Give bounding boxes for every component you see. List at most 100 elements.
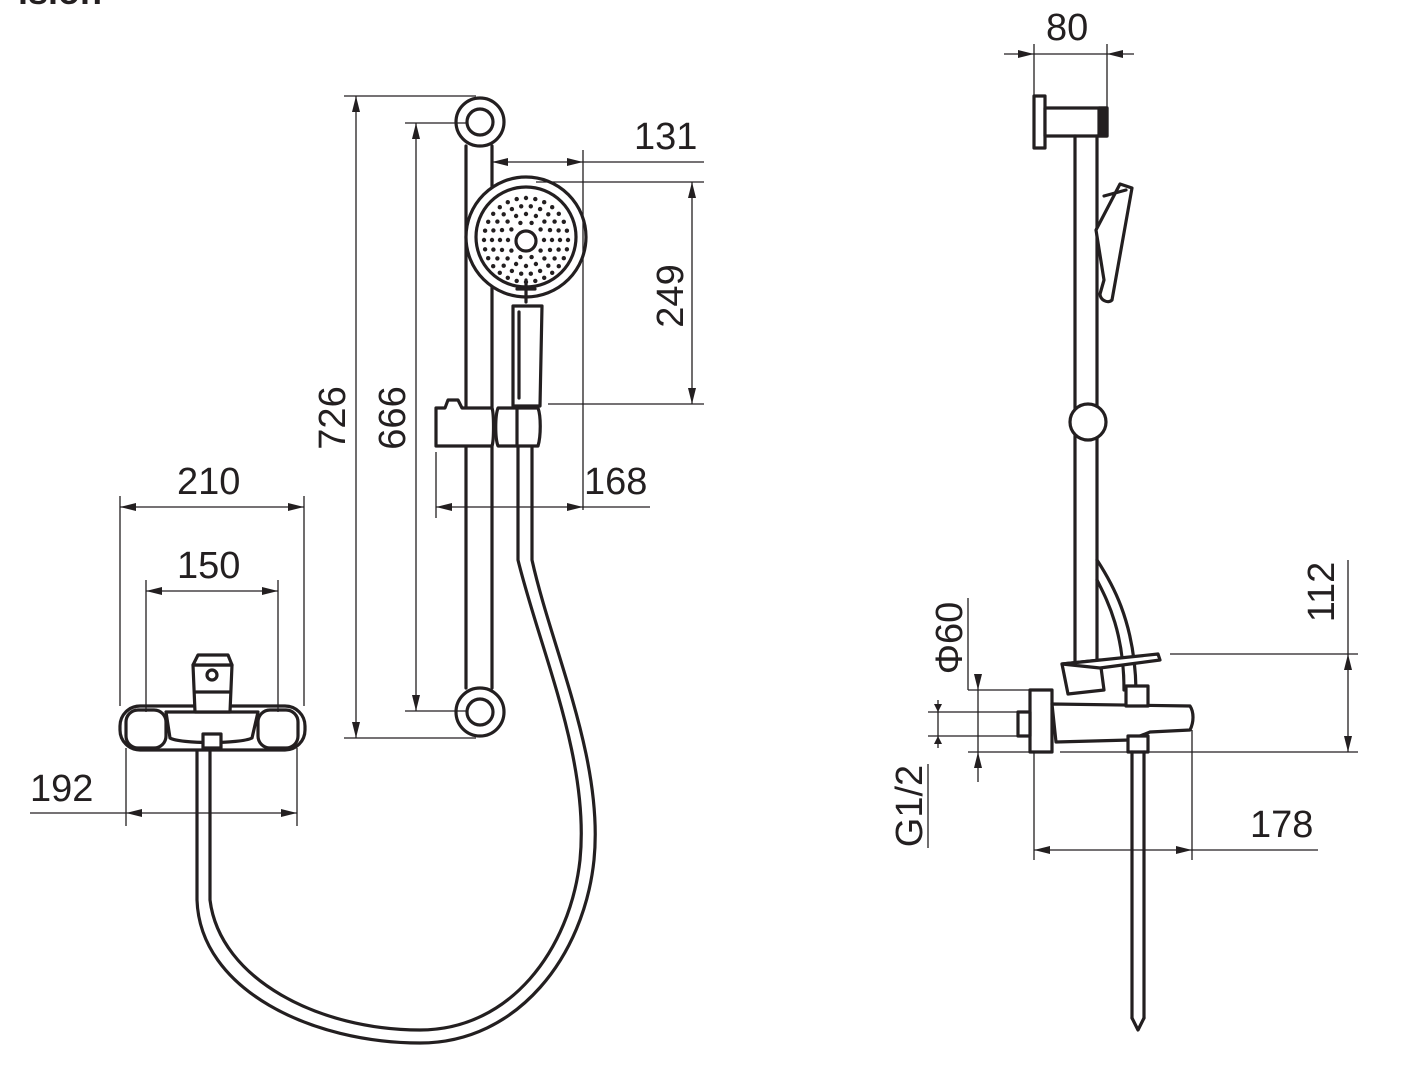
nozzle-dot	[505, 200, 510, 205]
dim-131: 131	[634, 116, 697, 158]
nozzle-dot	[523, 279, 529, 285]
side-view: 80 112 178 Φ60 G1/2	[889, 7, 1358, 1032]
nozzle-dot	[519, 204, 524, 209]
dim-666: 666	[372, 386, 414, 449]
nozzle-dot	[533, 196, 538, 202]
nozzle-dot	[529, 220, 534, 226]
nozzle-dot	[528, 271, 533, 276]
bottom-bracket	[454, 686, 506, 738]
nozzle-dot	[550, 205, 555, 210]
nozzle-dot	[552, 256, 557, 261]
nozzle-dot	[501, 263, 506, 268]
nozzle-dot	[505, 275, 510, 280]
nozzle-dot	[564, 228, 570, 233]
nozzle-dot	[549, 237, 555, 243]
nozzle-dot	[552, 219, 557, 224]
nozzle-dot	[497, 237, 503, 243]
side-slider-knob	[1068, 402, 1108, 442]
nozzle-dot	[523, 211, 529, 217]
nozzle-dot	[505, 219, 510, 224]
side-hand-shower	[1094, 182, 1134, 304]
dim-112: 112	[1301, 562, 1343, 623]
front-view: 131 249 726 666 168 210 150 192	[30, 95, 704, 1045]
nozzle-dot	[518, 220, 523, 226]
nozzle-dot	[495, 256, 500, 261]
nozzle-dot	[499, 247, 505, 253]
side-top-mount	[1032, 94, 1109, 150]
nozzle-dot	[546, 212, 551, 217]
nozzle-dot	[482, 228, 488, 233]
nozzle-dot	[528, 204, 533, 209]
nozzle-dot	[556, 211, 561, 216]
nozzle-dot	[550, 270, 555, 275]
nozzle-dot	[491, 211, 496, 216]
nozzle-dot	[529, 254, 534, 260]
dim-178: 178	[1250, 804, 1313, 846]
front-dimension-lines	[30, 95, 704, 826]
nozzle-dot	[501, 212, 506, 217]
nozzle-dot	[537, 268, 543, 274]
shower-hose	[208, 443, 583, 1032]
nozzle-dot	[482, 247, 488, 252]
nozzle-dot	[537, 206, 543, 212]
nozzle-dot	[556, 247, 561, 252]
hand-shower	[464, 175, 588, 408]
nozzle-dot	[538, 248, 543, 253]
nozzle-dot	[514, 278, 519, 284]
nozzle-dot	[533, 261, 539, 267]
side-mixer	[1016, 652, 1195, 1032]
nozzle-dot	[497, 205, 502, 210]
nozzle-dot	[489, 237, 495, 243]
nozzle-dot	[481, 237, 487, 243]
nozzle-dot	[518, 254, 523, 260]
nozzle-dot	[533, 278, 538, 284]
nozzle-dot	[561, 219, 566, 224]
nozzle-dot	[491, 247, 496, 252]
nozzle-dot	[499, 227, 505, 233]
nozzle-dot	[546, 263, 551, 268]
dim-150: 150	[177, 545, 240, 587]
mixer	[118, 653, 307, 752]
dim-phi60: Φ60	[929, 602, 971, 675]
nozzle-dot	[497, 270, 502, 275]
nozzle-dot	[565, 237, 571, 243]
nozzle-dot	[538, 227, 543, 232]
nozzle-dot	[542, 219, 547, 224]
nozzle-dot	[564, 247, 570, 252]
nozzle-dot	[533, 213, 539, 219]
nozzle-dot	[509, 206, 515, 212]
shower-nozzles	[481, 195, 571, 285]
nozzle-dot	[523, 263, 529, 269]
slider-holder	[434, 398, 542, 448]
nozzle-dot	[547, 227, 553, 233]
nozzle-dot	[505, 256, 510, 261]
dim-210: 210	[177, 461, 240, 503]
nozzle-dot	[486, 256, 491, 261]
dim-g12: G1/2	[889, 765, 931, 847]
nozzle-dot	[556, 264, 561, 269]
nozzle-dot	[561, 256, 566, 261]
nozzle-dot	[514, 196, 519, 202]
nozzle-dot	[513, 213, 519, 219]
dim-192: 192	[30, 768, 93, 810]
nozzle-dot	[556, 228, 561, 233]
nozzle-dot	[557, 237, 563, 243]
nozzle-dot	[509, 268, 515, 274]
nozzle-dot	[505, 237, 511, 243]
dim-726: 726	[312, 386, 354, 449]
nozzle-dot	[495, 219, 500, 224]
dim-168: 168	[584, 461, 647, 503]
nozzle-dot	[542, 200, 547, 205]
nozzle-dot	[513, 261, 519, 267]
side-dimension-lines	[927, 44, 1358, 860]
nozzle-dot	[541, 237, 547, 243]
dim-249: 249	[650, 264, 692, 327]
nozzle-dot	[542, 275, 547, 280]
nozzle-dot	[547, 247, 553, 253]
nozzle-dot	[519, 271, 524, 276]
nozzle-dot	[486, 219, 491, 224]
nozzle-dot	[509, 248, 514, 253]
nozzle-dot	[491, 264, 496, 269]
nozzle-dot	[491, 228, 496, 233]
